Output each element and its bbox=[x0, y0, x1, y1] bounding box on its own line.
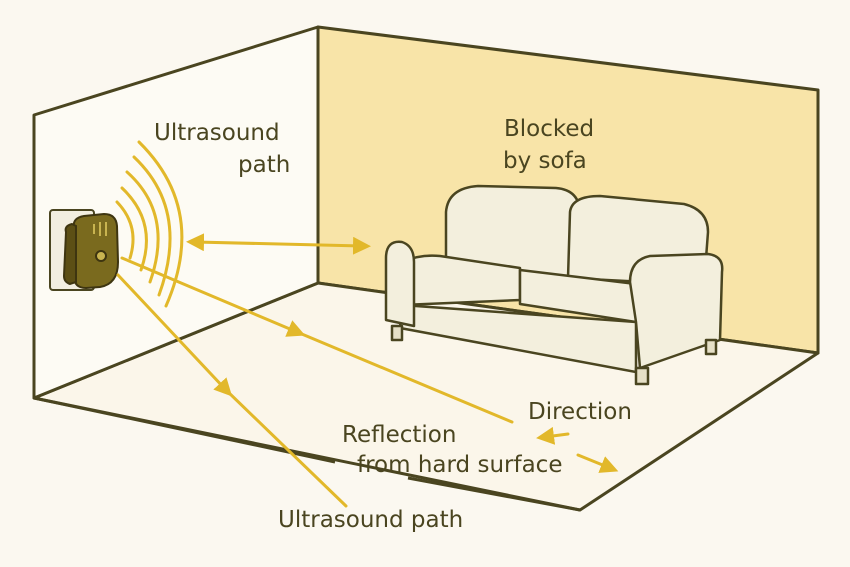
path-line bbox=[224, 388, 348, 508]
arrow-icon bbox=[186, 233, 371, 255]
ultrasound-paths bbox=[116, 233, 619, 508]
arrow-icon bbox=[120, 256, 306, 337]
reflection-label-line1: Reflection bbox=[342, 422, 457, 448]
ultrasound-path-label-top-line1: Ultrasound bbox=[154, 120, 280, 146]
ultrasound-path-label-bottom: Ultrasound path bbox=[278, 507, 464, 533]
sofa-icon bbox=[384, 184, 724, 386]
blocked-label-line2: by sofa bbox=[503, 148, 587, 174]
floor-front-edge bbox=[33, 396, 336, 464]
reflection-label-line2: from hard surface bbox=[357, 452, 563, 478]
left-wall bbox=[32, 25, 320, 400]
floor-front-edge bbox=[407, 476, 581, 512]
blocked-label-line1: Blocked bbox=[504, 116, 595, 142]
path-line bbox=[295, 330, 514, 424]
arrow-icon bbox=[536, 426, 570, 445]
ultrasound-path-label-top-line2: path bbox=[238, 152, 291, 178]
arrow-icon bbox=[576, 453, 619, 473]
direction-label: Direction bbox=[528, 399, 632, 425]
arrow-icon bbox=[116, 273, 233, 397]
ultrasonic-repeller-icon bbox=[62, 212, 120, 290]
